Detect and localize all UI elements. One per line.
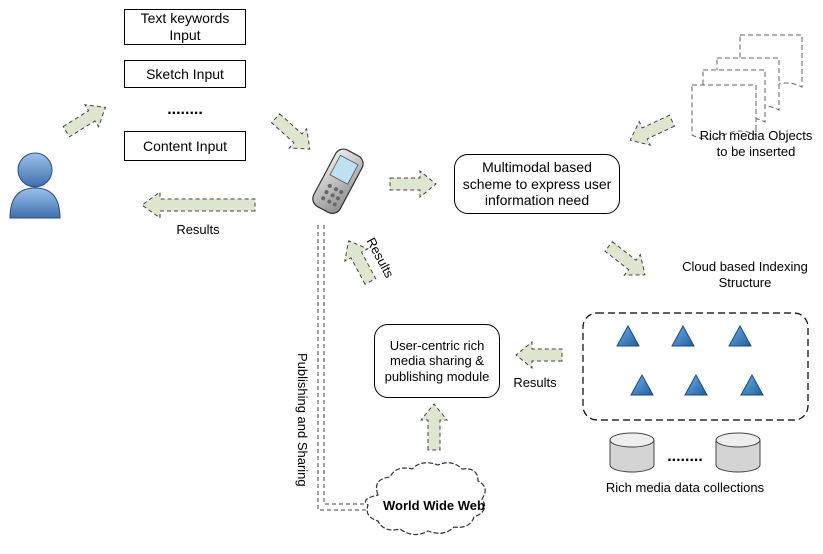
arrow-multimodal-to-cloud xyxy=(600,235,654,286)
arrow-cloud-to-sharing xyxy=(515,341,563,369)
mobile-phone-icon xyxy=(312,148,364,214)
results-label-user: Results xyxy=(176,222,220,237)
content-label: Content Input xyxy=(142,137,228,154)
documents-stack-icon xyxy=(691,34,803,140)
sharing-module-label: User-centric rich media sharing & publis… xyxy=(384,337,490,384)
user-icon xyxy=(9,152,61,219)
text-keywords-label: Text keywords Input xyxy=(140,10,230,43)
multimodal-label: Multimodal based scheme to express user … xyxy=(462,158,612,209)
arrow-phone-to-multimodal xyxy=(389,170,437,198)
content-input-box: Content Input xyxy=(124,131,246,161)
results-label-cloud: Results xyxy=(513,375,557,390)
database-icon xyxy=(609,432,655,473)
multimodal-scheme-box: Multimodal based scheme to express user … xyxy=(454,154,620,214)
cloud-shape xyxy=(365,462,486,536)
cloud-index-container xyxy=(582,312,809,421)
publishing-sharing-label: Publishing and Sharing xyxy=(294,352,310,487)
arrow-www-to-sharing xyxy=(420,403,448,451)
cloud-index-label: Cloud based Indexing Structure xyxy=(682,259,808,290)
inputs-ellipsis: ........ xyxy=(167,101,203,118)
sharing-module-box: User-centric rich media sharing & publis… xyxy=(374,324,500,398)
db-ellipsis: ........ xyxy=(667,448,703,465)
index-node-icons xyxy=(616,324,764,396)
arrow-user-to-inputs xyxy=(58,95,113,144)
www-label: World Wide Web xyxy=(383,498,485,513)
publishing-path xyxy=(317,225,381,515)
arrow-objects-to-multimodal xyxy=(624,108,678,153)
database-icon xyxy=(715,432,761,473)
text-keywords-input-box: Text keywords Input xyxy=(124,9,246,45)
arrow-phone-to-user xyxy=(141,191,256,219)
arrow-inputs-to-phone xyxy=(266,108,320,160)
rich-objects-label: Rich media Objects to be inserted xyxy=(699,128,813,159)
sketch-label: Sketch Input xyxy=(146,65,224,82)
data-collections-label: Rich media data collections xyxy=(605,480,765,495)
sketch-input-box: Sketch Input xyxy=(124,60,246,88)
